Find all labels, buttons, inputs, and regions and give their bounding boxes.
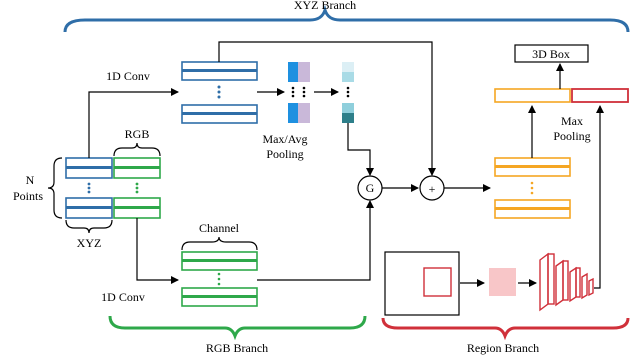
xyz-label: XYZ	[77, 236, 102, 250]
fused-feature-stack	[494, 157, 571, 219]
channel-brace	[181, 236, 258, 251]
xyz-brace	[65, 219, 113, 234]
pooled-region-feature	[571, 88, 629, 103]
pooled-vector	[342, 62, 354, 123]
rgb-brace	[113, 142, 161, 157]
n-points-brace	[47, 157, 63, 219]
maxpool-label-line2: Pooling	[553, 129, 590, 143]
maxavg-label-line2: Pooling	[266, 147, 303, 161]
conv-bottom-label: 1D Conv	[101, 290, 145, 304]
xyz-branch-label: XYZ Branch	[294, 0, 356, 12]
arrow-skip-to-plus	[218, 41, 436, 176]
region-crop	[489, 268, 516, 296]
n-points-label-1: N	[26, 173, 35, 187]
arrow-rgb-to-conv	[136, 218, 179, 284]
rgb-branch-brace	[108, 315, 367, 341]
arrow-xyz-to-conv	[88, 88, 179, 158]
rgb-conv-stack	[181, 251, 258, 307]
xyz-branch-brace	[63, 4, 630, 33]
maxavg-label-line1: Max/Avg	[262, 132, 307, 146]
arrow-pool-to-gate	[347, 123, 374, 176]
xyz-conv-stack	[181, 61, 258, 124]
input-points-rgb	[113, 157, 161, 219]
region-cnn	[539, 252, 594, 312]
rgb-label: RGB	[125, 127, 150, 141]
region-branch-label: Region Branch	[467, 341, 539, 355]
rgb-branch-label: RGB Branch	[206, 341, 268, 355]
maxavg-pooling-features	[288, 62, 310, 123]
3d-box-label: 3D Box	[532, 47, 570, 61]
maxpool-label-line1: Max	[561, 114, 583, 128]
n-points-label-2: Points	[13, 189, 43, 203]
arrow-rgb-to-gate	[257, 200, 374, 281]
arrow-cnn-to-region-feature	[594, 105, 604, 289]
input-points-xyz	[65, 157, 113, 219]
gate-label: G	[366, 181, 375, 195]
pooled-xyz-feature	[494, 88, 571, 103]
plus-label: +	[429, 182, 436, 196]
3d-box-output	[514, 44, 589, 63]
region-branch-brace	[381, 317, 630, 341]
channel-label: Channel	[199, 221, 240, 235]
conv-top-label: 1D Conv	[106, 69, 150, 83]
region-input-image	[384, 251, 460, 316]
